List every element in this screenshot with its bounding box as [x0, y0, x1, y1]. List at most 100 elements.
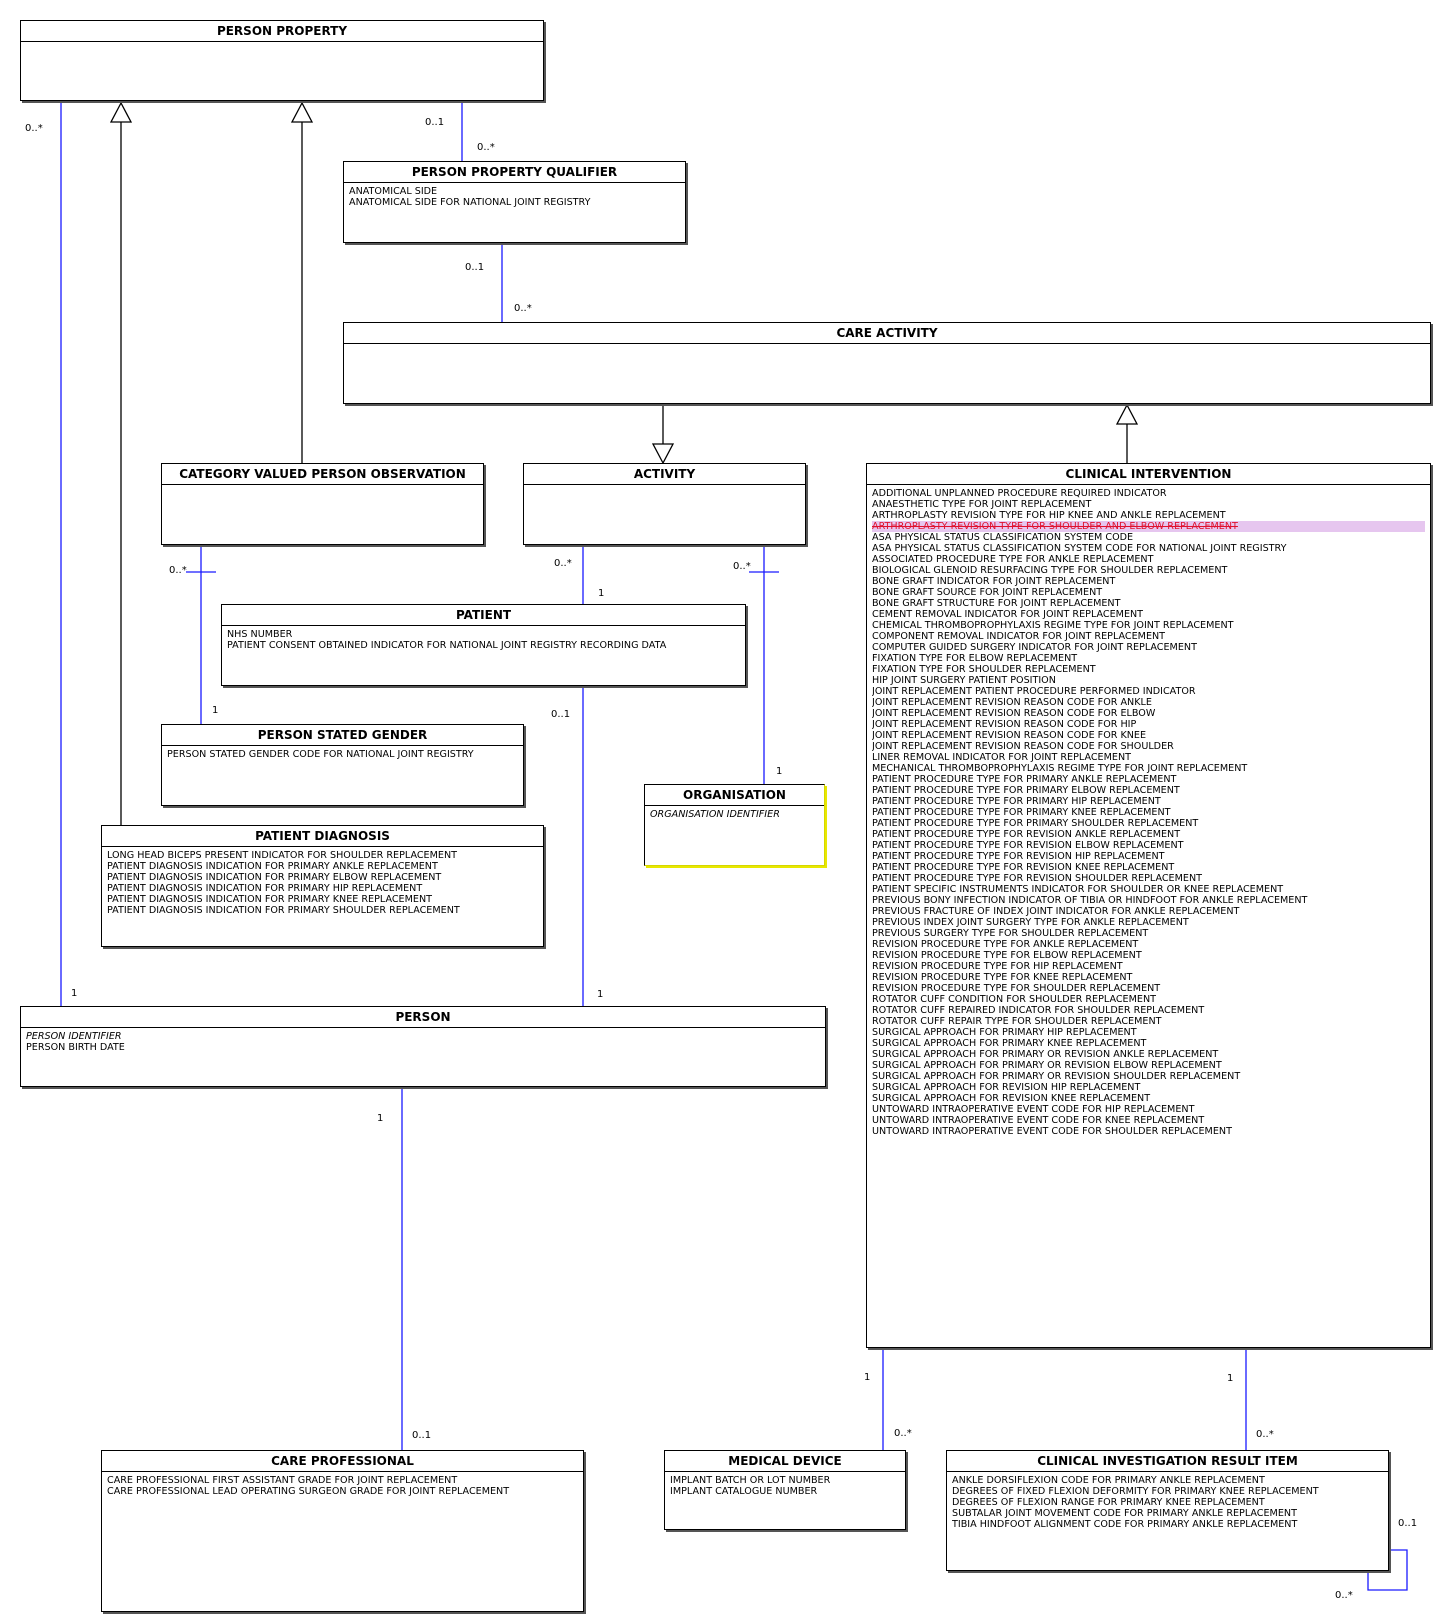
multiplicity-label: 1 [864, 1372, 871, 1383]
class-title: PATIENT [222, 605, 745, 626]
multiplicity-label: 1 [377, 1113, 384, 1124]
attribute: BONE GRAFT INDICATOR FOR JOINT REPLACEME… [872, 576, 1116, 587]
class-category-valued-person-observation[interactable]: CATEGORY VALUED PERSON OBSERVATION [161, 463, 484, 545]
attribute: CEMENT REMOVAL INDICATOR FOR JOINT REPLA… [872, 609, 1144, 620]
attribute: JOINT REPLACEMENT REVISION REASON CODE F… [872, 719, 1137, 730]
multiplicity-label: 1 [212, 705, 219, 716]
attribute: ROTATOR CUFF REPAIR TYPE FOR SHOULDER RE… [872, 1016, 1162, 1027]
class-title: PERSON [21, 1007, 825, 1028]
class-title: CLINICAL INVESTIGATION RESULT ITEM [947, 1451, 1388, 1472]
attribute: SURGICAL APPROACH FOR REVISION KNEE REPL… [872, 1093, 1151, 1104]
attribute-list [344, 344, 1430, 347]
attribute: IMPLANT CATALOGUE NUMBER [670, 1486, 818, 1497]
attribute-list: ANKLE DORSIFLEXION CODE FOR PRIMARY ANKL… [947, 1472, 1388, 1530]
attribute: SURGICAL APPROACH FOR PRIMARY OR REVISIO… [872, 1049, 1219, 1060]
attribute: BONE GRAFT SOURCE FOR JOINT REPLACEMENT [872, 587, 1103, 598]
attribute: PATIENT DIAGNOSIS INDICATION FOR PRIMARY… [107, 905, 460, 916]
attribute: DEGREES OF FIXED FLEXION DEFORMITY FOR P… [952, 1486, 1319, 1497]
attribute: JOINT REPLACEMENT PATIENT PROCEDURE PERF… [872, 686, 1196, 697]
attribute-list: CARE PROFESSIONAL FIRST ASSISTANT GRADE … [102, 1472, 583, 1497]
attribute: PATIENT PROCEDURE TYPE FOR REVISION ELBO… [872, 840, 1184, 851]
attribute: HIP JOINT SURGERY PATIENT POSITION [872, 675, 1056, 686]
attribute: NHS NUMBER [227, 629, 293, 640]
attribute: ADDITIONAL UNPLANNED PROCEDURE REQUIRED … [872, 488, 1167, 499]
attribute: LINER REMOVAL INDICATOR FOR JOINT REPLAC… [872, 752, 1131, 763]
multiplicity-label: 0..* [1256, 1429, 1274, 1440]
class-person-property-qualifier[interactable]: PERSON PROPERTY QUALIFIER ANATOMICAL SID… [343, 161, 686, 243]
attribute: PREVIOUS BONY INFECTION INDICATOR OF TIB… [872, 895, 1308, 906]
class-care-activity[interactable]: CARE ACTIVITY [343, 322, 1431, 404]
attribute-list [21, 42, 543, 45]
attribute: JOINT REPLACEMENT REVISION REASON CODE F… [872, 741, 1174, 752]
class-title: ACTIVITY [524, 464, 805, 485]
assoc-result-item-self [1367, 1549, 1408, 1591]
attribute: ANATOMICAL SIDE [349, 186, 438, 197]
class-title: CARE ACTIVITY [344, 323, 1430, 344]
gen-activity-arrow [651, 443, 675, 465]
multiplicity-label: 0..1 [412, 1430, 432, 1441]
attribute: PATIENT DIAGNOSIS INDICATION FOR PRIMARY… [107, 883, 423, 894]
attribute: REVISION PROCEDURE TYPE FOR ELBOW REPLAC… [872, 950, 1142, 961]
class-care-professional[interactable]: CARE PROFESSIONAL CARE PROFESSIONAL FIRS… [101, 1450, 584, 1612]
multiplicity-label: 0..1 [551, 709, 571, 720]
attribute-identifier: PERSON IDENTIFIER [26, 1031, 122, 1042]
attribute: BIOLOGICAL GLENOID RESURFACING TYPE FOR … [872, 565, 1228, 576]
attribute: REVISION PROCEDURE TYPE FOR SHOULDER REP… [872, 983, 1161, 994]
multiplicity-label: 0..1 [1398, 1518, 1418, 1529]
class-activity[interactable]: ACTIVITY [523, 463, 806, 545]
attribute: PATIENT PROCEDURE TYPE FOR PRIMARY HIP R… [872, 796, 1161, 807]
attribute: FIXATION TYPE FOR ELBOW REPLACEMENT [872, 653, 1078, 664]
attribute: MECHANICAL THROMBOPROPHYLAXIS REGIME TYP… [872, 763, 1248, 774]
attribute: JOINT REPLACEMENT REVISION REASON CODE F… [872, 708, 1156, 719]
class-clinical-intervention[interactable]: CLINICAL INTERVENTION ADDITIONAL UNPLANN… [866, 463, 1431, 1348]
class-title: PERSON PROPERTY QUALIFIER [344, 162, 685, 183]
attribute: PREVIOUS INDEX JOINT SURGERY TYPE FOR AN… [872, 917, 1189, 928]
multiplicity-label: 1 [776, 766, 783, 777]
attribute: ROTATOR CUFF CONDITION FOR SHOULDER REPL… [872, 994, 1156, 1005]
attribute: PATIENT PROCEDURE TYPE FOR REVISION KNEE… [872, 862, 1175, 873]
attribute: DEGREES OF FLEXION RANGE FOR PRIMARY KNE… [952, 1497, 1265, 1508]
attribute: FIXATION TYPE FOR SHOULDER REPLACEMENT [872, 664, 1096, 675]
attribute: LONG HEAD BICEPS PRESENT INDICATOR FOR S… [107, 850, 457, 861]
gen-patient-diagnosis-arrow [109, 101, 133, 123]
attribute: ROTATOR CUFF REPAIRED INDICATOR FOR SHOU… [872, 1005, 1205, 1016]
attribute: TIBIA HINDFOOT ALIGNMENT CODE FOR PRIMAR… [952, 1519, 1298, 1530]
attribute: CARE PROFESSIONAL LEAD OPERATING SURGEON… [107, 1486, 510, 1497]
class-organisation[interactable]: ORGANISATION ORGANISATION IDENTIFIER [644, 784, 825, 866]
attribute: SURGICAL APPROACH FOR PRIMARY OR REVISIO… [872, 1060, 1222, 1071]
attribute-identifier: ORGANISATION IDENTIFIER [650, 809, 780, 820]
attribute: PATIENT PROCEDURE TYPE FOR REVISION SHOU… [872, 873, 1202, 884]
multiplicity-label: 0..1 [465, 262, 485, 273]
attribute-list: PERSON STATED GENDER CODE FOR NATIONAL J… [162, 746, 523, 760]
attribute: PATIENT PROCEDURE TYPE FOR PRIMARY ANKLE… [872, 774, 1177, 785]
attribute: PATIENT DIAGNOSIS INDICATION FOR PRIMARY… [107, 872, 442, 883]
attribute-list [162, 485, 483, 488]
attribute: REVISION PROCEDURE TYPE FOR ANKLE REPLAC… [872, 939, 1139, 950]
class-title: PERSON PROPERTY [21, 21, 543, 42]
attribute: ANKLE DORSIFLEXION CODE FOR PRIMARY ANKL… [952, 1475, 1265, 1486]
attribute: PATIENT PROCEDURE TYPE FOR REVISION ANKL… [872, 829, 1181, 840]
multiplicity-label: 0..* [514, 303, 532, 314]
attribute-deprecated: ARTHROPLASTY REVISION TYPE FOR SHOULDER … [872, 521, 1425, 532]
attribute: ASA PHYSICAL STATUS CLASSIFICATION SYSTE… [872, 543, 1287, 554]
attribute-list: ADDITIONAL UNPLANNED PROCEDURE REQUIRED … [867, 485, 1430, 1137]
attribute: COMPUTER GUIDED SURGERY INDICATOR FOR JO… [872, 642, 1197, 653]
multiplicity-label: 0..* [477, 142, 495, 153]
attribute: UNTOWARD INTRAOPERATIVE EVENT CODE FOR S… [872, 1126, 1232, 1137]
class-medical-device[interactable]: MEDICAL DEVICE IMPLANT BATCH OR LOT NUMB… [664, 1450, 906, 1530]
attribute: PREVIOUS SURGERY TYPE FOR SHOULDER REPLA… [872, 928, 1149, 939]
class-clinical-investigation-result-item[interactable]: CLINICAL INVESTIGATION RESULT ITEM ANKLE… [946, 1450, 1389, 1571]
attribute: SUBTALAR JOINT MOVEMENT CODE FOR PRIMARY… [952, 1508, 1297, 1519]
attribute: ANAESTHETIC TYPE FOR JOINT REPLACEMENT [872, 499, 1092, 510]
class-person-property[interactable]: PERSON PROPERTY [20, 20, 544, 101]
class-patient-diagnosis[interactable]: PATIENT DIAGNOSIS LONG HEAD BICEPS PRESE… [101, 825, 544, 947]
multiplicity-label: 0..1 [425, 117, 445, 128]
attribute: PATIENT PROCEDURE TYPE FOR PRIMARY ELBOW… [872, 785, 1180, 796]
class-person-stated-gender[interactable]: PERSON STATED GENDER PERSON STATED GENDE… [161, 724, 524, 806]
class-title: CATEGORY VALUED PERSON OBSERVATION [162, 464, 483, 485]
